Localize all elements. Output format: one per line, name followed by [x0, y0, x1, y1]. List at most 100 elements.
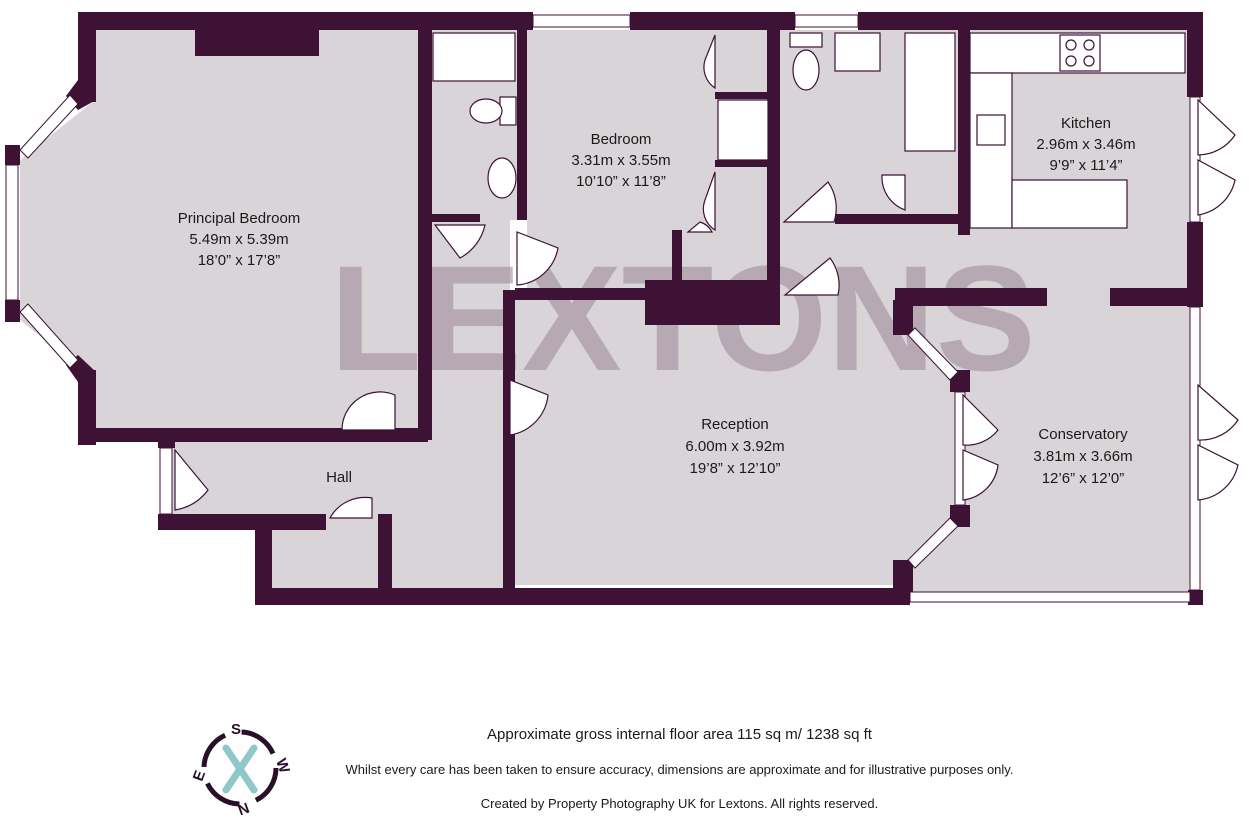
reception-metric: 6.00m x 3.92m	[685, 438, 784, 455]
door-kitchen-2	[1197, 158, 1236, 216]
wc-basin	[834, 32, 881, 72]
wall-wc-bottom	[835, 214, 970, 224]
wall-top-left	[78, 12, 533, 30]
reception-floor	[515, 300, 960, 585]
window-wc	[794, 14, 859, 28]
window-principal-bay-bottom	[19, 303, 79, 369]
window-principal-bay-top	[19, 94, 79, 159]
wall-kitchen-right-upper	[1187, 12, 1203, 97]
window-kitchen	[1189, 96, 1201, 223]
walls	[5, 12, 1203, 605]
wall-bedroom-right	[767, 30, 780, 295]
door-wc-cupboard	[881, 174, 906, 211]
reception-imperial: 19’8” x 12’10”	[690, 460, 781, 477]
doors	[174, 34, 1239, 519]
door-corridor	[783, 257, 840, 296]
basin-bathroom	[487, 157, 517, 199]
wall-kitchen-bottom-right	[1110, 288, 1203, 306]
door-hall-reception	[509, 379, 549, 436]
conservatory-name: Conservatory	[1038, 426, 1128, 443]
hob-ring-3	[1065, 55, 1077, 67]
hob-ring-4	[1083, 55, 1095, 67]
kitchen-imperial: 9’9” x 11’4”	[1049, 157, 1122, 174]
shower-tray	[432, 32, 516, 82]
wall-reception-bay-top	[893, 300, 913, 335]
kitchen-worktop-island	[1011, 179, 1128, 229]
window-bedroom	[532, 14, 631, 28]
wardrobe-front	[672, 230, 682, 285]
toilet-wc-bowl	[792, 49, 820, 91]
hall-floor	[165, 220, 510, 590]
bay-corner-left-top	[5, 145, 20, 165]
door-principal-bedroom	[341, 391, 396, 431]
wall-kitchen-bottom-left	[895, 288, 1047, 306]
wall-top-mid	[630, 12, 795, 30]
reception-name: Reception	[701, 416, 769, 433]
wardrobe-unit	[717, 99, 769, 161]
compass-south: S	[231, 721, 241, 738]
fixtures	[432, 32, 1186, 229]
window-reception-bay-bottom	[907, 517, 959, 569]
door-bedroom	[516, 231, 559, 286]
compass-west: W	[272, 756, 290, 776]
door-wardrobe-3	[686, 221, 713, 233]
window-reception-bay-top	[907, 327, 959, 381]
principal-bedroom-floor	[20, 30, 420, 430]
door-cupboard	[328, 496, 373, 519]
corridor-floor	[780, 220, 1190, 300]
wall-bath-right	[517, 30, 527, 220]
door-wardrobe-2	[702, 171, 716, 232]
bedroom-name: Bedroom	[591, 131, 652, 148]
window-hall-door	[159, 447, 173, 515]
hob-ring-2	[1083, 39, 1095, 51]
bay-corner-left-bottom	[5, 300, 20, 322]
bay-post-2	[950, 505, 970, 527]
wall-bath-bottom	[430, 214, 480, 222]
door-kitchen-1	[1197, 98, 1236, 156]
window-reception-bay	[954, 391, 966, 506]
wall-hall-left	[255, 520, 272, 605]
hall-name: Hall	[326, 469, 352, 486]
door-conservatory-2	[1197, 444, 1239, 501]
wall-conservatory-corner	[1188, 590, 1203, 605]
hall-cupboard-floor	[272, 528, 380, 588]
wall-reception-bay-bottom	[893, 560, 913, 600]
door-wardrobe-1	[703, 34, 716, 90]
bath	[904, 32, 956, 152]
kitchen-sink	[976, 114, 1006, 146]
disclaimer-text: Whilst every care has been taken to ensu…	[345, 762, 1014, 777]
windows	[5, 14, 1201, 603]
wall-hall-right	[503, 290, 515, 590]
room-labels: Principal Bedroom 5.49m x 5.39m 18’0” x …	[178, 115, 1136, 487]
wardrobe-divider-2	[715, 160, 770, 167]
door-conservatory-1	[1197, 383, 1239, 441]
wall-principal-right	[418, 30, 432, 440]
chimney-reception	[645, 280, 780, 325]
kitchen-worktop-left	[969, 72, 1013, 229]
window-conservatory-south	[909, 591, 1191, 603]
window-principal-left	[5, 164, 19, 301]
kitchen-name: Kitchen	[1061, 115, 1111, 132]
wardrobe-divider-1	[715, 92, 770, 99]
principal-bedroom-metric: 5.49m x 5.39m	[189, 231, 288, 248]
principal-bedroom-imperial: 18’0” x 17’8”	[198, 252, 281, 269]
principal-bedroom-name: Principal Bedroom	[178, 210, 301, 227]
wall-top-right	[858, 12, 1203, 30]
wall-left-upper	[78, 12, 96, 102]
floor-plan: LEXTONS	[5, 12, 1239, 605]
toilet-wc-cistern	[789, 32, 823, 48]
toilet-bowl-bathroom	[469, 98, 503, 124]
door-wc	[782, 181, 837, 223]
wall-hall-west	[158, 430, 175, 448]
door-bathroom	[433, 224, 486, 259]
conservatory-imperial: 12’6” x 12’0”	[1042, 470, 1125, 487]
floor-area-text: Approximate gross internal floor area 11…	[487, 726, 872, 743]
wall-hall-inner	[158, 514, 326, 530]
credit-text: Created by Property Photography UK for L…	[480, 796, 879, 811]
wall-bottom	[255, 588, 910, 605]
hob-ring-1	[1065, 39, 1077, 51]
wall-kitchen-right-lower	[1187, 222, 1203, 307]
bedroom-metric: 3.31m x 3.55m	[571, 152, 670, 169]
wall-cupboard-right	[378, 514, 392, 590]
hob	[1059, 34, 1101, 72]
